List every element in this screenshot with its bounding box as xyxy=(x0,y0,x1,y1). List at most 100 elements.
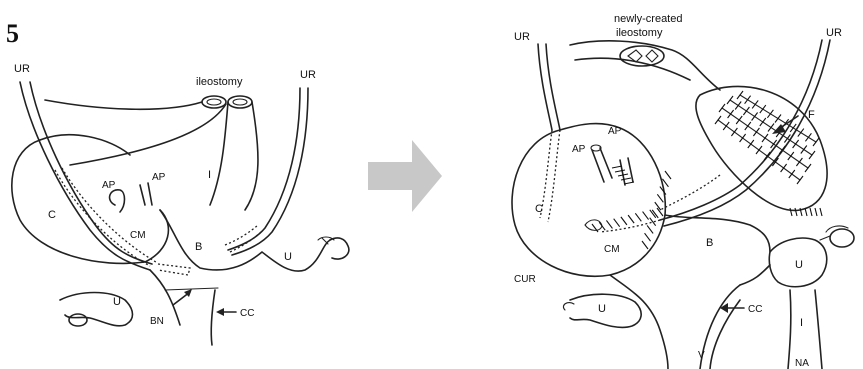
stitch-mark xyxy=(781,164,787,172)
appendix-r-1 xyxy=(592,148,612,182)
stitch-mark xyxy=(756,146,762,154)
label-ur-right: UR xyxy=(300,69,316,81)
stitch-mark xyxy=(624,182,634,184)
label-u-right: U xyxy=(284,251,292,263)
right-panel-ureter-left-inner xyxy=(546,44,560,130)
label-na: NA xyxy=(795,358,809,369)
stitch-mark xyxy=(635,213,641,221)
bladder-outline xyxy=(160,210,330,271)
urethra-right xyxy=(211,290,215,345)
label-cm: CM xyxy=(130,230,146,241)
ureter-right-dotted-2 xyxy=(660,175,720,210)
stitch-mark xyxy=(815,208,817,216)
label-ap-1-r: AP xyxy=(608,126,622,137)
label-f: F xyxy=(808,109,815,121)
stitch-mark xyxy=(805,208,807,216)
colon-reservoir xyxy=(512,124,665,277)
right-tube-r xyxy=(820,226,848,240)
stitch-mark xyxy=(779,146,785,154)
stitch-mark xyxy=(728,110,734,118)
right-ovary xyxy=(330,238,349,259)
stitch-mark xyxy=(745,96,751,104)
stitch-mark xyxy=(665,171,671,179)
stoma-right-inner xyxy=(233,99,247,105)
left-fimbria-r xyxy=(563,303,574,310)
stitch-mark xyxy=(748,140,754,148)
stitch-mark xyxy=(715,116,721,124)
stitch-mark xyxy=(805,133,811,141)
stitch-mark xyxy=(809,151,815,159)
label-ap-2: AP xyxy=(152,172,166,183)
stitch-mark xyxy=(719,104,725,112)
stitch-mark xyxy=(642,241,648,249)
stitch-mark xyxy=(813,138,819,146)
stitch-mark xyxy=(753,128,759,136)
appendix-1 xyxy=(110,190,125,212)
stitch-mark xyxy=(614,219,620,227)
label-u-left: U xyxy=(113,296,121,308)
right-ureter xyxy=(228,88,300,250)
label-cur: CUR xyxy=(514,274,536,285)
vagina-wall-top xyxy=(740,265,770,285)
cc-arrow-head xyxy=(216,308,224,316)
stitch-mark xyxy=(796,158,802,166)
left-panel: UR UR ileostomy C AP AP I CM B U U BN CC xyxy=(12,63,349,345)
stitch-mark xyxy=(789,170,795,178)
label-cc: CC xyxy=(240,308,254,319)
stitch-mark xyxy=(628,215,634,223)
stitch-mark xyxy=(615,170,625,172)
stitch-mark xyxy=(760,105,766,113)
ileal-loop-top-inner xyxy=(575,58,690,80)
ileum-left-wall xyxy=(788,290,791,369)
stitch-mark xyxy=(743,107,749,115)
stitch-mark xyxy=(731,128,737,136)
stitch-mark xyxy=(760,118,766,126)
stitch-mark xyxy=(752,100,758,108)
stitch-mark xyxy=(762,134,768,142)
label-ileostomy: ileostomy xyxy=(196,76,243,88)
stitch-mark xyxy=(775,115,781,123)
right-ovary-r xyxy=(830,229,854,247)
stitch-mark xyxy=(612,166,622,168)
ileal-loop-upper xyxy=(45,100,202,109)
label-ileostomy-r: ileostomy xyxy=(616,27,663,39)
stitch-mark xyxy=(621,217,627,225)
right-ureter-dotted xyxy=(225,225,258,245)
label-ap-2-r: AP xyxy=(572,144,586,155)
figure-number: 5 xyxy=(6,19,19,48)
appendix-r-2 xyxy=(620,158,633,185)
label-b: B xyxy=(195,241,202,253)
ileum-right-wall xyxy=(815,290,822,369)
label-ur-left: UR xyxy=(14,63,30,75)
label-i: I xyxy=(208,169,211,181)
stitch-mark xyxy=(788,152,794,160)
stitch-mark xyxy=(764,152,770,160)
stitch-mark xyxy=(647,225,653,233)
suture-stitches xyxy=(592,91,822,249)
right-panel: newly-created ileostomy UR UR AP AP F C … xyxy=(512,13,854,369)
anastomosis-dotted xyxy=(158,264,190,275)
label-cm-r: CM xyxy=(604,244,620,255)
stitch-mark xyxy=(740,134,746,142)
stitch-mark xyxy=(790,208,792,216)
ileal-segment-f xyxy=(696,86,827,210)
stitch-mark xyxy=(820,208,822,216)
stoma-left-inner xyxy=(207,99,221,105)
label-i-r: I xyxy=(800,317,803,329)
stoma-right xyxy=(228,96,252,108)
stitch-mark xyxy=(736,116,742,124)
label-v: V xyxy=(698,350,705,361)
label-u-right-r: U xyxy=(795,259,803,271)
label-c-r: C xyxy=(535,203,543,215)
stitch-mark xyxy=(723,122,729,130)
stitch-mark xyxy=(797,176,803,184)
stitch-mark xyxy=(793,140,799,148)
right-panel-ureter-right-inner xyxy=(664,40,830,226)
label-c: C xyxy=(48,209,56,221)
ileal-limb-b xyxy=(245,102,258,210)
stitch-mark xyxy=(606,220,612,228)
stitch-mark xyxy=(735,102,741,110)
left-uterus xyxy=(60,293,133,326)
right-ureter-inner xyxy=(232,88,308,255)
